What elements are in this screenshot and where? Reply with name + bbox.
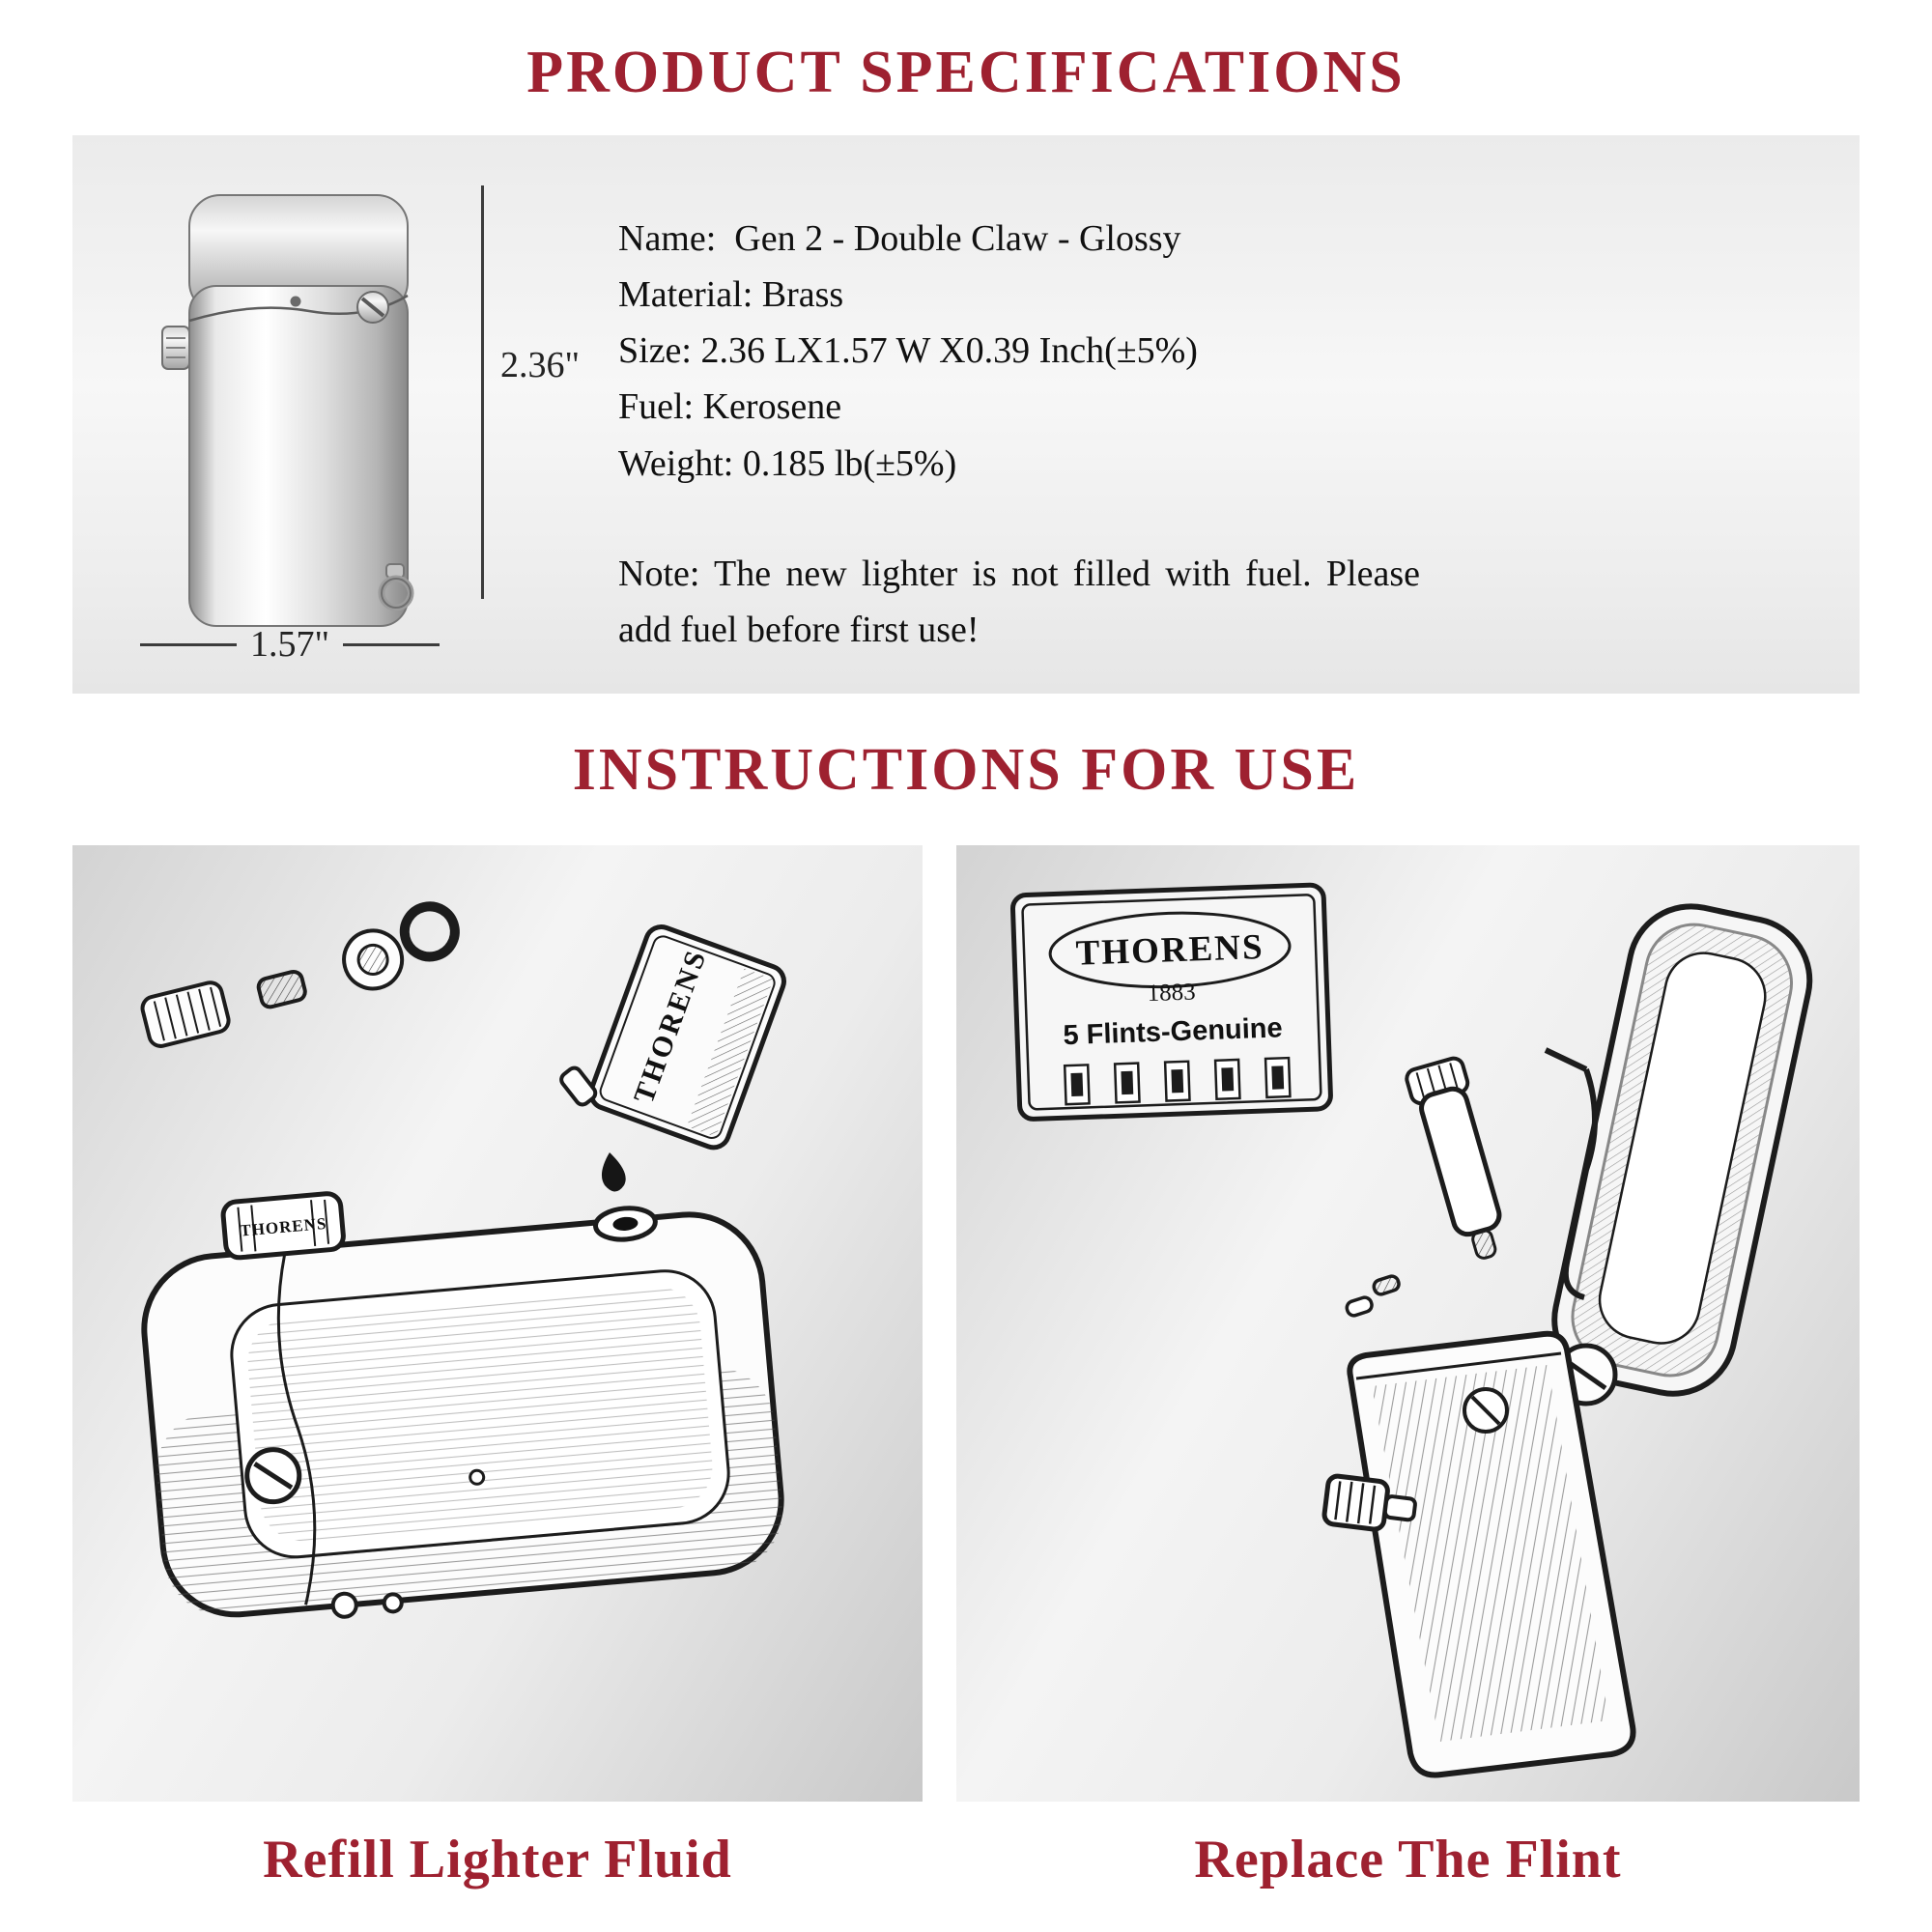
flint-tube [1405, 1056, 1502, 1260]
flint-spring [1544, 1047, 1598, 1300]
lighter-side-button [161, 326, 190, 370]
spec-line-material: Material: Brass [618, 274, 844, 316]
lighter-photo-svg [161, 194, 414, 627]
width-dimension-line-right [343, 642, 440, 646]
fuel-drop [601, 1152, 626, 1192]
body-screw [244, 1447, 302, 1505]
body-foot-1 [330, 1591, 358, 1619]
spec-text-block: Name: Gen 2 - Double Claw - Glossy Mater… [618, 211, 1420, 658]
height-dimension-label: 2.36" [500, 345, 581, 385]
caption-refill: Refill Lighter Fluid [263, 1830, 732, 1889]
spec-line-size: Size: 2.36 LX1.57 W X0.39 Inch(±5%) [618, 330, 1198, 372]
instructions-title: INSTRUCTIONS FOR USE [572, 737, 1360, 803]
panel-flint: THORENS 1883 5 Flints-Genuine [956, 845, 1860, 1802]
filler-knob: THORENS [220, 1191, 346, 1261]
lighter-photo [155, 184, 444, 638]
knurled-cap-part [140, 980, 231, 1048]
height-dimension-line [481, 185, 484, 599]
flint-illustration: THORENS 1883 5 Flints-Genuine [1009, 882, 1813, 1778]
spec-line-fuel: Fuel: Kerosene [618, 386, 842, 428]
lighter-jet-dot [290, 296, 301, 307]
lighter-lid [1551, 903, 1813, 1397]
width-dimension: 1.57" [140, 623, 440, 666]
spec-line-name: Name: Gen 2 - Double Claw - Glossy [618, 218, 1181, 259]
valve-and-ring-part [342, 901, 460, 991]
lighter-body [188, 285, 409, 627]
panel-refill: THORENS [72, 845, 923, 1802]
body-foot-2 [382, 1592, 404, 1614]
spec-box: 2.36" 1.57" Name: Gen 2 - Double Claw - … [72, 135, 1860, 694]
spec-line-weight: Weight: 0.185 lb(±5%) [618, 442, 957, 484]
width-dimension-label: 1.57" [250, 624, 330, 665]
flint-screw-parts [140, 901, 460, 1048]
refill-illustration: THORENS [140, 901, 786, 1619]
flints-strip [1063, 1056, 1292, 1106]
width-dimension-line-left [140, 642, 237, 646]
flint-box-line: 5 Flints-Genuine [1063, 1012, 1283, 1051]
filler-hole [593, 1206, 658, 1242]
spare-flints [1345, 1274, 1401, 1318]
flint-box: THORENS 1883 5 Flints-Genuine [1009, 882, 1333, 1122]
can-spout [559, 1065, 598, 1107]
shell-knob [1321, 1473, 1417, 1532]
lighter-screw [356, 291, 389, 324]
flint-box-year: 1883 [1147, 979, 1196, 1007]
lighter-shell [1347, 1330, 1636, 1778]
flint-part [256, 969, 307, 1009]
body-rivet [469, 1468, 486, 1486]
specs-title: PRODUCT SPECIFICATIONS [526, 40, 1406, 105]
lighter-body-illustration: THORENS [141, 1191, 784, 1619]
caption-flint: Replace The Flint [1194, 1830, 1622, 1889]
open-lighter [1321, 903, 1813, 1778]
flint-box-brand: THORENS [1075, 927, 1264, 974]
fluid-can: THORENS [559, 924, 786, 1151]
fuel-note: Note: The new lighter is not filled with… [618, 553, 1430, 650]
lighter-lanyard-ring [378, 563, 414, 611]
